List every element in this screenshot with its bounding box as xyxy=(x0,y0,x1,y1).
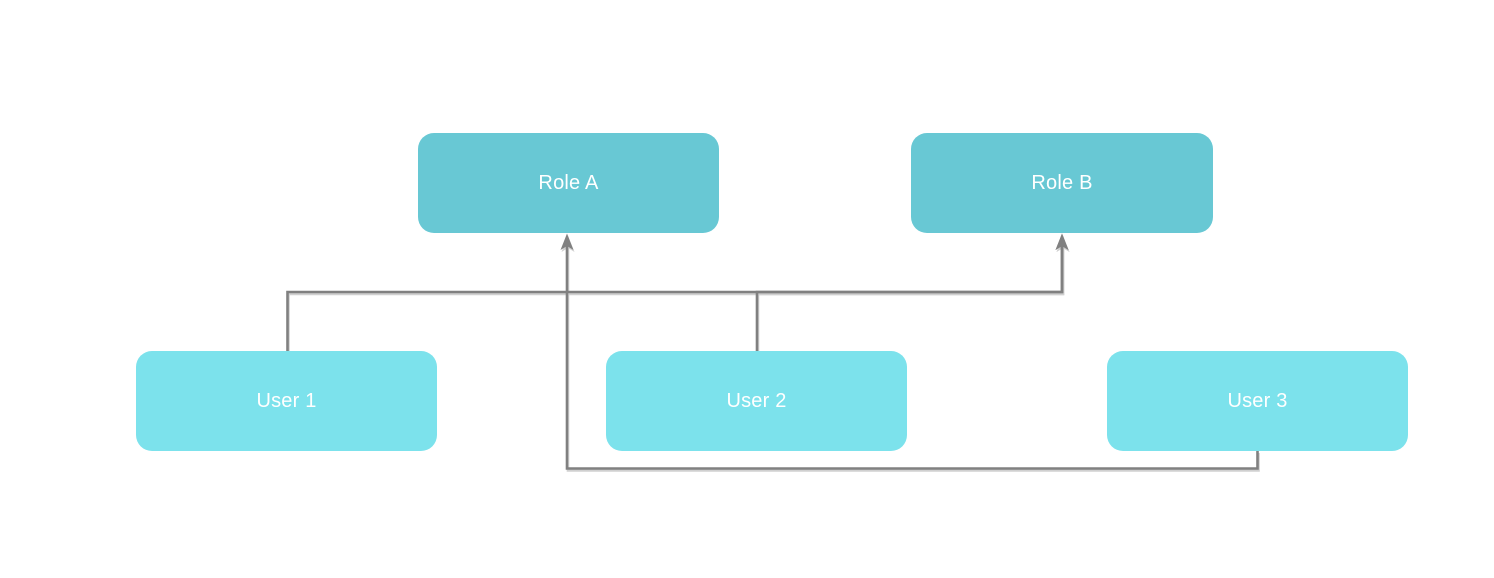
node-user-2: User 2 xyxy=(606,351,907,451)
arrowhead-into-role-a xyxy=(560,233,574,250)
edge-user-1-to-role-b xyxy=(286,246,1064,351)
edge-user-3-to-role-a xyxy=(565,246,1259,470)
node-role-b: Role B xyxy=(911,133,1213,233)
node-role-b-label: Role B xyxy=(1031,171,1093,194)
node-user-3-label: User 3 xyxy=(1227,389,1288,412)
node-role-a-label: Role A xyxy=(538,171,599,194)
node-user-3: User 3 xyxy=(1107,351,1408,451)
node-user-1-label: User 1 xyxy=(256,389,317,412)
arrowhead-into-role-b xyxy=(1055,233,1069,250)
node-user-2-label: User 2 xyxy=(726,389,787,412)
node-role-a: Role A xyxy=(418,133,719,233)
node-user-1: User 1 xyxy=(136,351,437,451)
edge-user-2-to-role-b xyxy=(755,246,1064,351)
